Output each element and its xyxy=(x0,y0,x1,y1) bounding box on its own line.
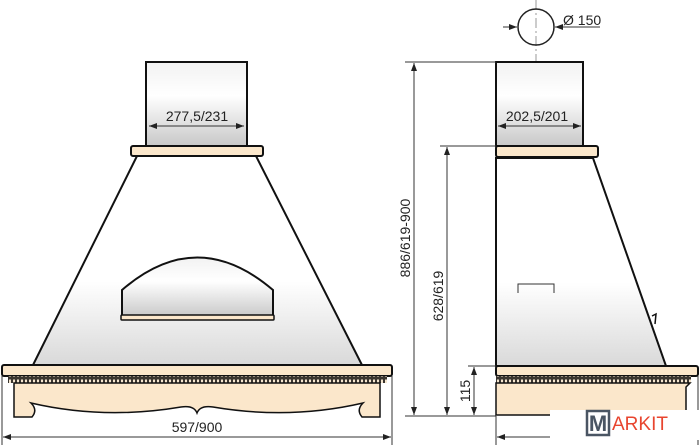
duct-diameter-label: Ø 150 xyxy=(563,12,601,28)
front-apron xyxy=(13,382,381,418)
front-chimney xyxy=(145,61,248,147)
chimney-width-label: 277,5/231 xyxy=(166,108,228,124)
front-cornice xyxy=(1,364,393,377)
front-window-arch xyxy=(121,256,274,317)
side-bead-trim xyxy=(496,376,691,383)
side-top-cap xyxy=(495,145,599,158)
front-view: 277,5/231 597/900 xyxy=(1,61,393,445)
chimney-depth-label: 202,5/201 xyxy=(506,108,568,124)
side-apron xyxy=(495,382,692,416)
markit-logo: M ARKIT xyxy=(550,409,700,440)
front-window-sill xyxy=(120,314,275,321)
svg-text:ARKIT: ARKIT xyxy=(612,414,668,435)
total-height-label: 886/619-900 xyxy=(397,198,413,277)
side-chimney xyxy=(495,61,584,147)
front-top-cap xyxy=(130,145,264,157)
side-cornice xyxy=(495,365,699,377)
side-view: Ø 150 202,5/201 886/619-900 628/619 115 xyxy=(397,0,699,445)
front-bead-trim xyxy=(8,376,387,383)
cornice-height-label: 115 xyxy=(457,380,473,403)
side-hood-body xyxy=(495,157,668,367)
body-height-label: 628/619 xyxy=(430,270,446,321)
svg-text:M: M xyxy=(589,411,607,436)
duct-circle xyxy=(517,8,555,46)
side-bracket xyxy=(517,283,555,293)
overall-width-label: 597/900 xyxy=(172,419,223,435)
